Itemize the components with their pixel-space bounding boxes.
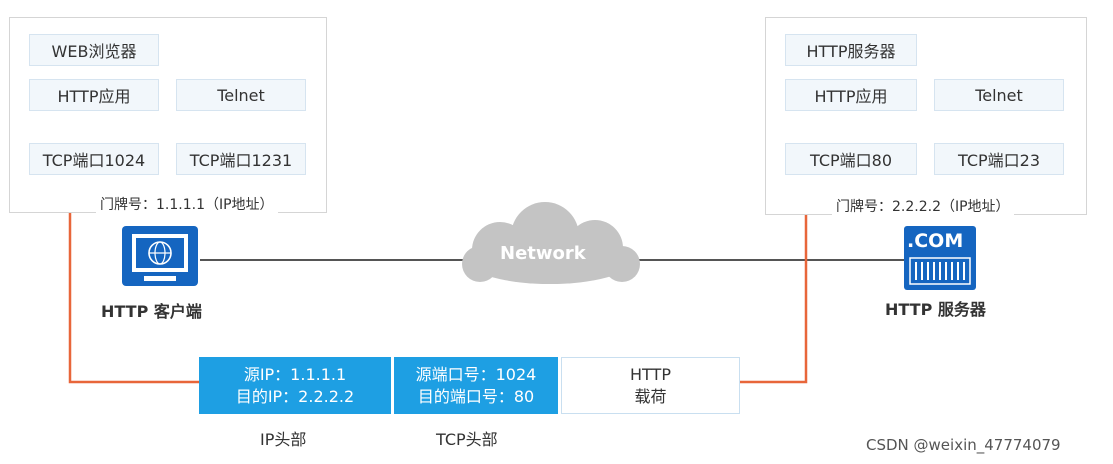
- client-address-caption: 门牌号：1.1.1.1（IP地址）: [96, 194, 278, 214]
- flow-line-client: [68, 190, 200, 384]
- client-host-label: HTTP 客户端: [101, 302, 202, 321]
- ip-header-segment: 源IP：1.1.1.1 目的IP：2.2.2.2: [199, 357, 391, 414]
- ip-header-caption: IP头部: [260, 430, 307, 449]
- network-label: Network: [500, 243, 586, 264]
- server-http-app-box: HTTP应用: [785, 79, 917, 111]
- client-telnet-app-box: Telnet: [176, 79, 306, 111]
- client-http-port-box: TCP端口1024: [29, 143, 159, 175]
- server-address-caption: 门牌号：2.2.2.2（IP地址）: [832, 196, 1014, 216]
- server-host-label: HTTP 服务器: [885, 300, 986, 319]
- payload-protocol: HTTP: [630, 364, 671, 384]
- tcp-header-segment: 源端口号：1024 目的端口号：80: [394, 357, 558, 414]
- server-title: HTTP服务器: [785, 34, 917, 66]
- payload-label: 载荷: [634, 386, 667, 406]
- server-http-port-box: TCP端口80: [785, 143, 917, 175]
- ip-header-destination: 目的IP：2.2.2.2: [235, 386, 355, 406]
- client-telnet-port-box: TCP端口1231: [176, 143, 306, 175]
- http-payload-segment: HTTP 载荷: [561, 357, 740, 414]
- server-icon-text: .COM: [907, 230, 964, 252]
- network-cloud-icon: [462, 202, 640, 284]
- client-computer-icon: [122, 226, 198, 286]
- tcp-header-destination-port: 目的端口号：80: [417, 386, 535, 406]
- server-icon: [904, 226, 976, 290]
- flow-line-server: [740, 179, 819, 384]
- server-telnet-port-box: TCP端口23: [934, 143, 1064, 175]
- server-telnet-app-box: Telnet: [934, 79, 1064, 111]
- watermark: CSDN @weixin_47774079: [866, 436, 1061, 454]
- tcp-header-source-port: 源端口号：1024: [415, 364, 537, 384]
- client-http-app-box: HTTP应用: [29, 79, 159, 111]
- tcp-header-caption: TCP头部: [436, 430, 498, 449]
- ip-header-source: 源IP：1.1.1.1: [243, 364, 347, 384]
- client-browser-title: WEB浏览器: [29, 34, 159, 66]
